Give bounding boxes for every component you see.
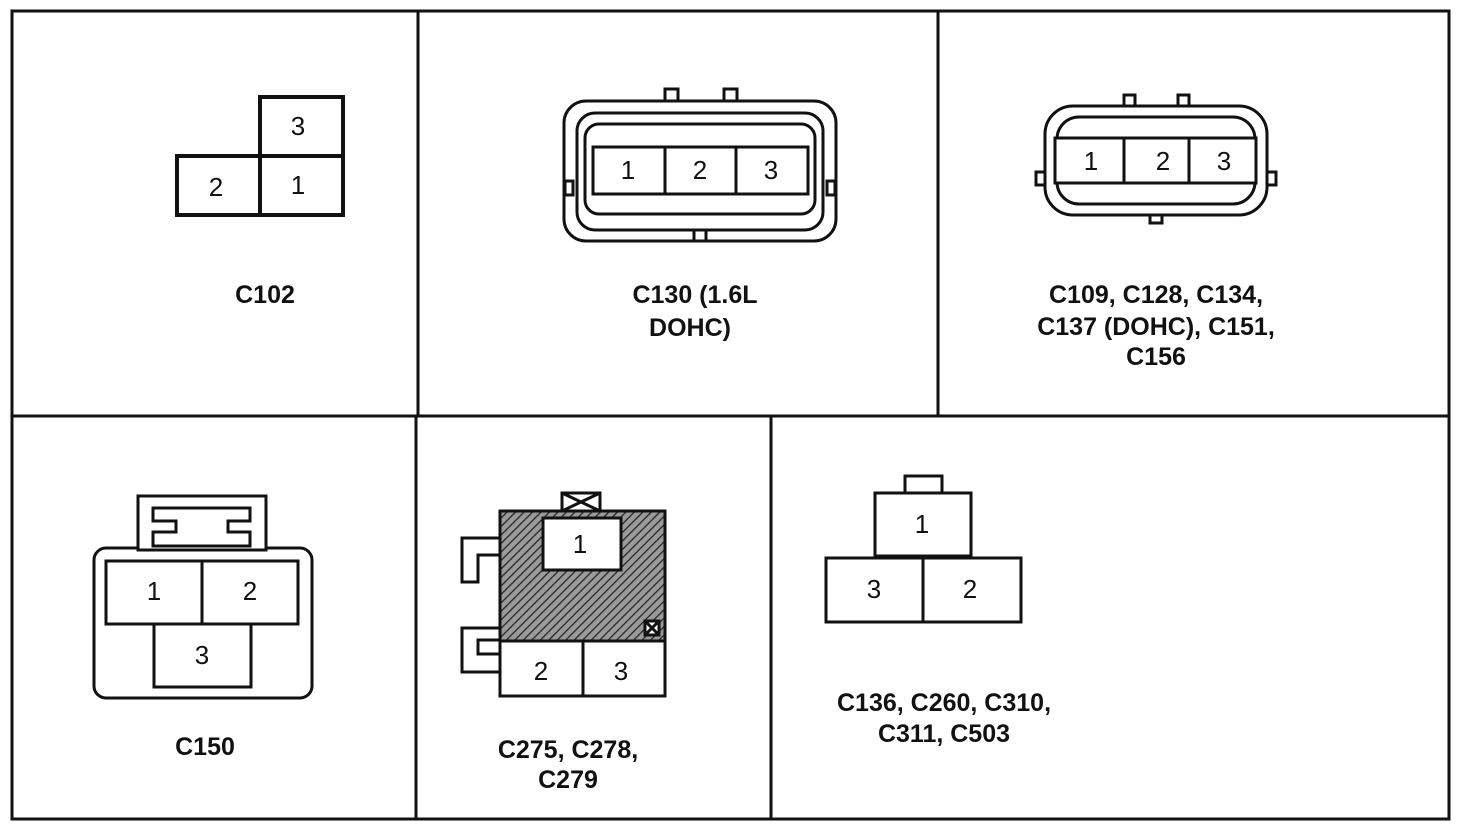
pin-3: 3 [1217,146,1231,176]
connector-c130: 1 2 3 C130 (1.6L DOHC) [562,87,838,342]
connector-label-c136-line2: C311, C503 [878,720,1010,748]
connector-label-c130-line1: C130 (1.6L [632,281,757,309]
pin-2: 2 [209,172,223,202]
connector-label-c275-line1: C275, C278, [498,736,638,764]
pin-3: 3 [195,640,209,670]
pin-2: 2 [693,155,707,185]
panel-grid [10,9,1451,821]
pin-1: 1 [621,155,635,185]
pin-3: 3 [764,155,778,185]
connector-c102: 3 2 1 C102 [175,95,345,309]
connector-label-c130-line2: DOHC) [649,314,731,342]
connector-c275: 1 2 3 C275, C278, C279 [460,491,667,794]
connector-c109: 1 2 3 C109, C128, C134, C137 (DOHC), C15… [1034,93,1278,371]
pin-2: 2 [963,574,977,604]
pin-1: 1 [1084,146,1098,176]
pin-2: 2 [243,576,257,606]
pin-3: 3 [867,574,881,604]
connector-label-c109-line1: C109, C128, C134, [1049,281,1263,309]
connector-label-c109-line3: C156 [1126,343,1186,371]
pin-1: 1 [915,509,929,539]
pin-1: 1 [147,576,161,606]
pin-2: 2 [1156,146,1170,176]
connector-c150: 1 2 3 C150 [92,494,314,761]
pin-3: 3 [291,111,305,141]
connector-label-c136-line1: C136, C260, C310, [837,689,1051,717]
pin-1: 1 [291,170,305,200]
pin-1: 1 [573,529,587,559]
connector-label-c150: C150 [175,733,235,761]
connector-c136: 1 3 2 C136, C260, C310, C311, C503 [824,474,1051,748]
pin-3: 3 [614,656,628,686]
pin-2: 2 [534,656,548,686]
connector-label-c109-line2: C137 (DOHC), C151, [1037,313,1275,341]
connector-label-c275-line2: C279 [538,766,598,794]
connector-label-c102: C102 [235,281,295,309]
